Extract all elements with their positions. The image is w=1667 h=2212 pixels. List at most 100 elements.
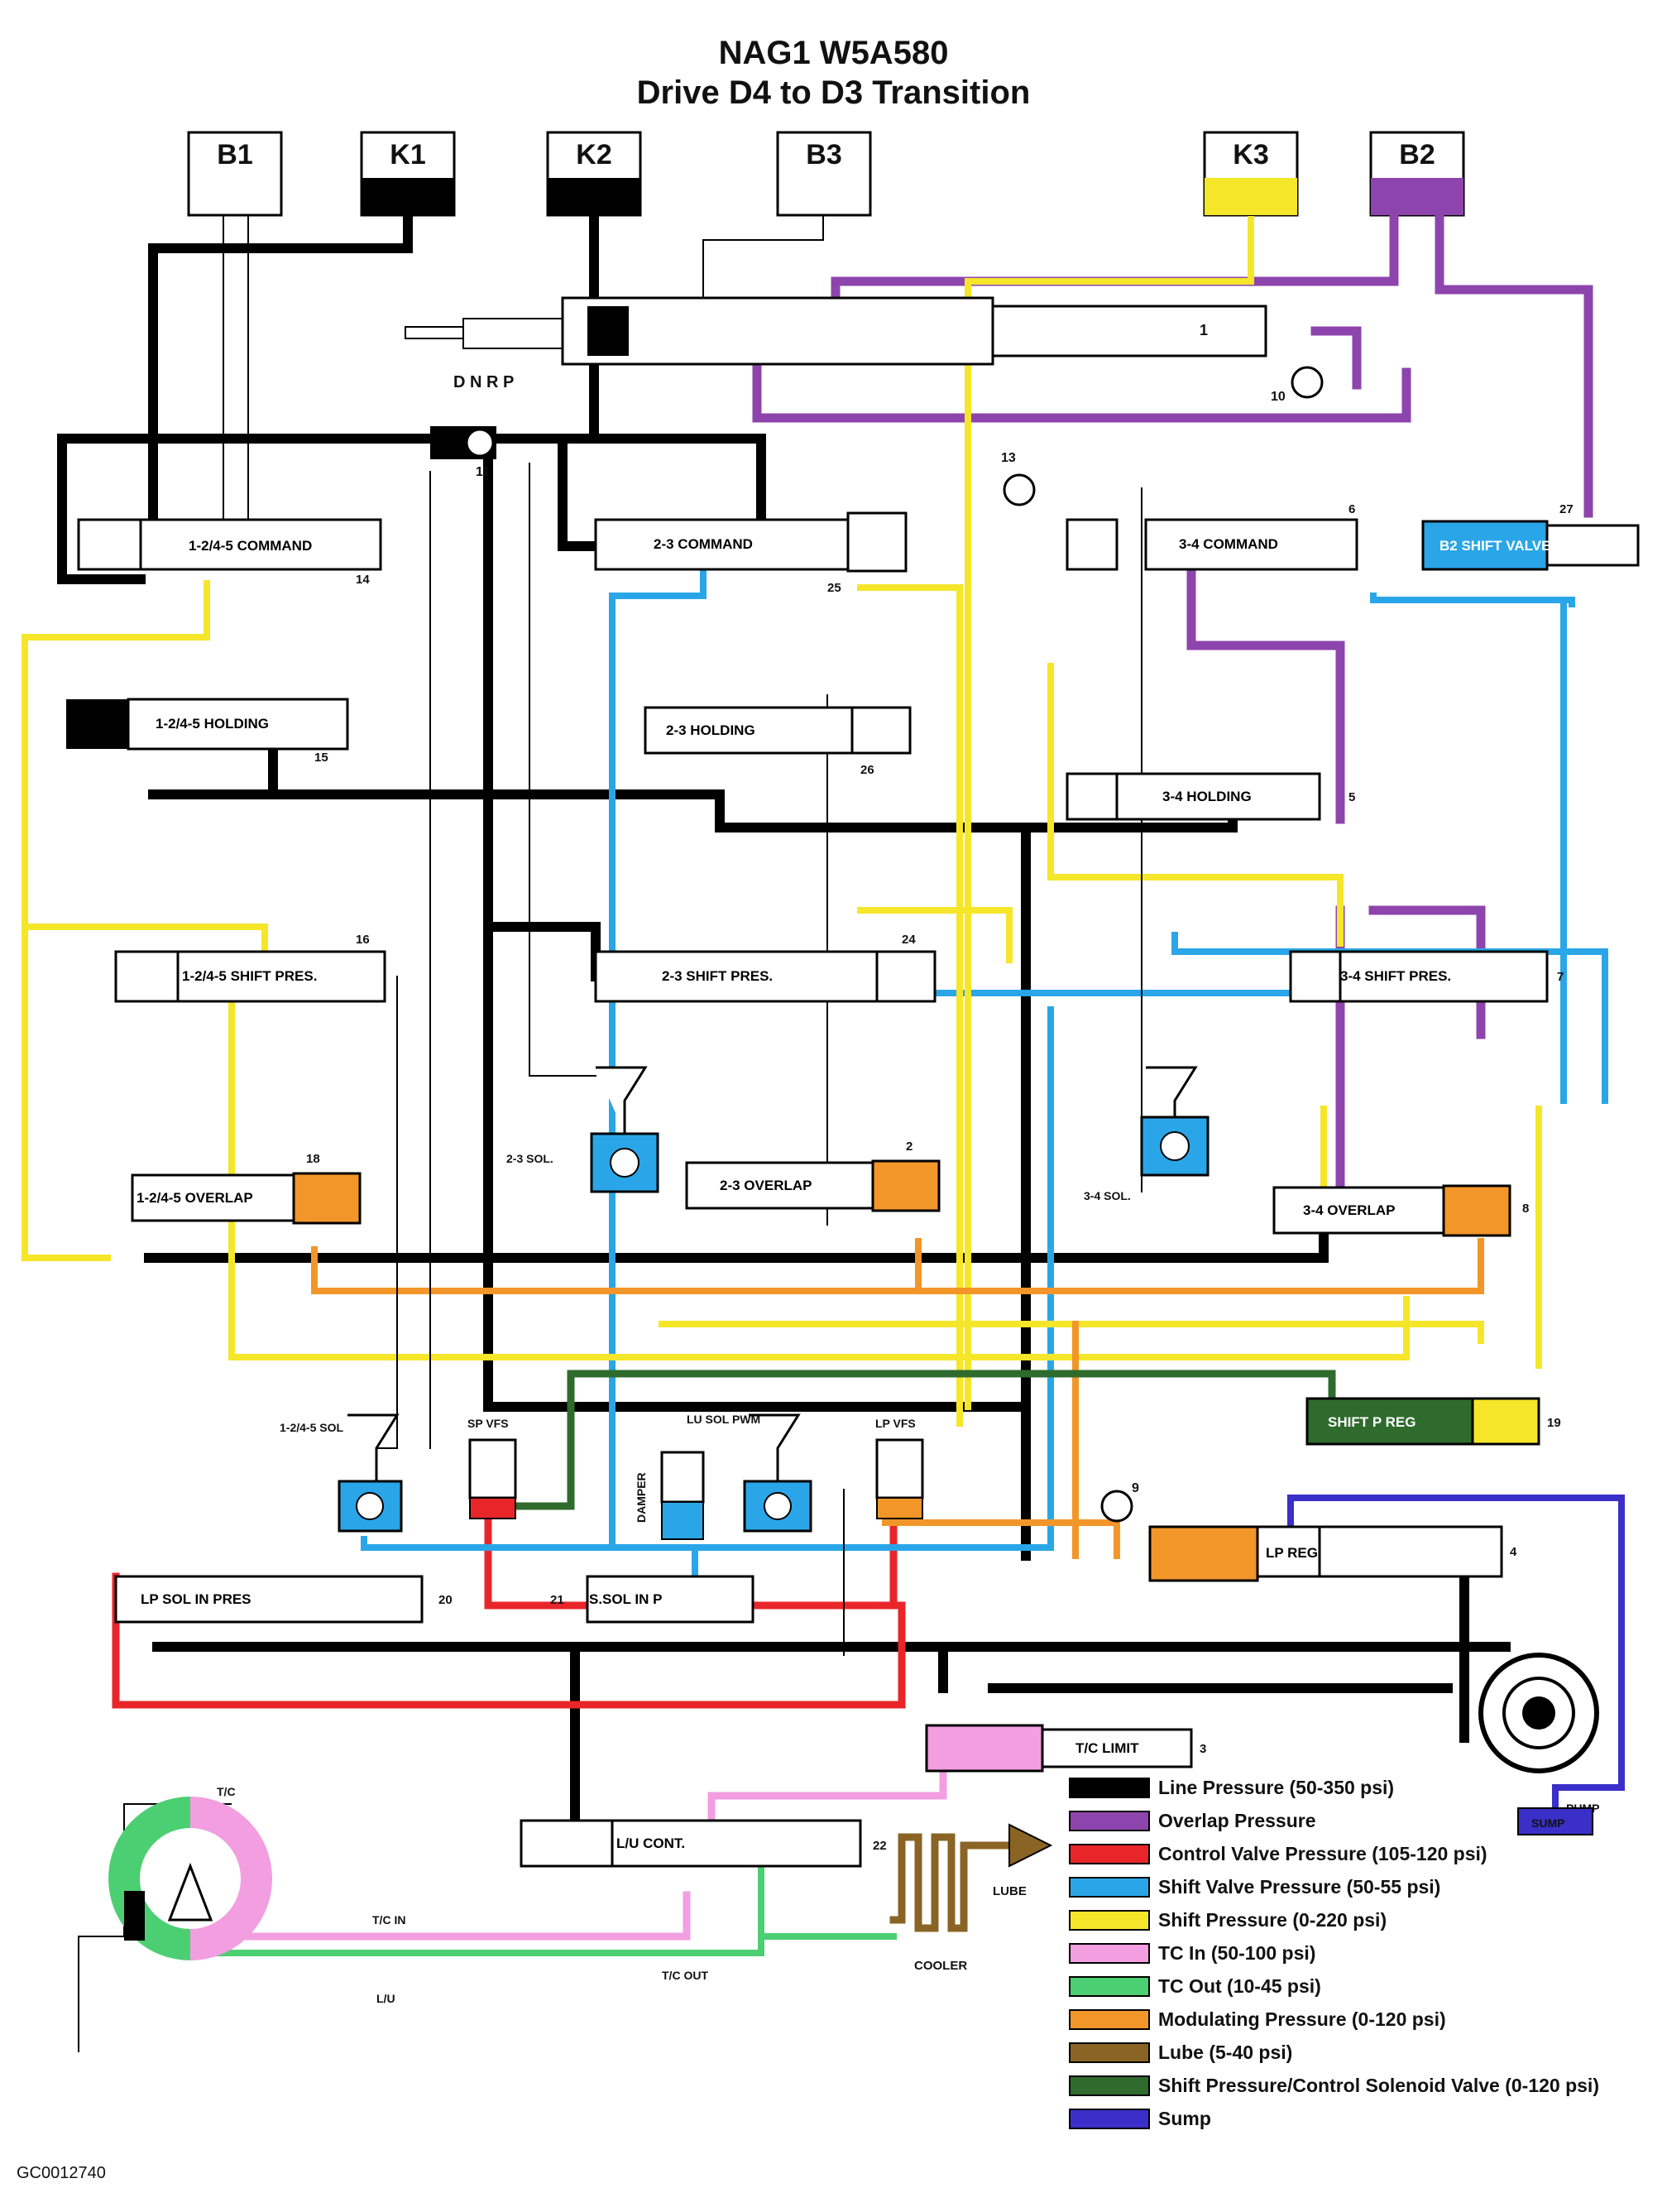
cooler: COOLER LUBE: [914, 1823, 1053, 1973]
torque-converter: T/C T/C IN T/C OUT L/U: [78, 1785, 708, 2052]
valve-lp-reg: LP REG. 4: [1148, 1525, 1517, 1582]
solenoid-34: 3-4 SOL.: [1084, 1066, 1210, 1202]
svg-text:2: 2: [906, 1140, 913, 1154]
svg-text:L/U CONT.: L/U CONT.: [616, 1835, 685, 1851]
valve-34-holding: 3-4 HOLDING 5: [1066, 772, 1355, 821]
valve-lu-cont: L/U CONT. 22: [520, 1819, 887, 1868]
svg-text:19: 19: [1547, 1416, 1561, 1430]
pump: PUMP: [1478, 1653, 1599, 1815]
svg-text:SP VFS: SP VFS: [467, 1417, 509, 1430]
legend-swatch: [1069, 1810, 1150, 1831]
legend-row: TC Out (10-45 psi): [1069, 1970, 1665, 2003]
svg-text:5: 5: [1348, 790, 1355, 804]
legend-label: TC In (50-100 psi): [1158, 1941, 1316, 1964]
control-valve-pressure-lines: [112, 1502, 906, 1709]
valve-lp-sol-in-pres: LP SOL IN PRES 20: [114, 1575, 453, 1624]
tc-out-lines: [183, 1850, 897, 1956]
svg-text:3-4 HOLDING: 3-4 HOLDING: [1162, 789, 1252, 804]
clutch-b2-label: B2: [1399, 139, 1435, 170]
svg-text:13: 13: [1001, 451, 1016, 465]
clutch-k1: K1: [360, 131, 456, 217]
valve-tc-limit: T/C LIMIT 3: [925, 1724, 1206, 1773]
svg-text:2-3 OVERLAP: 2-3 OVERLAP: [720, 1178, 812, 1193]
svg-text:20: 20: [438, 1593, 453, 1607]
svg-text:4: 4: [1510, 1545, 1517, 1559]
shift-pressure-lines: [22, 216, 1542, 1427]
legend-label: Shift Pressure/Control Solenoid Valve (0…: [1158, 2074, 1599, 2096]
svg-text:3-4 COMMAND: 3-4 COMMAND: [1179, 536, 1278, 552]
exhaust-lines: [223, 214, 1142, 1656]
svg-text:16: 16: [356, 933, 370, 947]
legend-swatch: [1069, 2042, 1150, 2063]
valve-23-command: 2-3 COMMAND 25: [594, 511, 908, 595]
svg-text:1-2/4-5 HOLDING: 1-2/4-5 HOLDING: [156, 716, 269, 732]
clutch-k3-label: K3: [1233, 139, 1268, 170]
svg-text:18: 18: [306, 1152, 320, 1166]
sump: SUMP: [1517, 1807, 1593, 1835]
diagram-title: NAG1 W5A580 Drive D4 to D3 Transition: [0, 33, 1667, 113]
ball-check-10: 10: [1271, 366, 1324, 404]
legend-swatch: [1069, 2075, 1150, 2096]
legend-swatch: [1069, 1777, 1150, 1798]
legend-swatch: [1069, 1876, 1150, 1898]
svg-text:S.SOL IN P: S.SOL IN P: [589, 1591, 663, 1607]
legend-label: Line Pressure (50-350 psi): [1158, 1776, 1395, 1798]
legend-row: Sump: [1069, 2102, 1665, 2135]
ball-check-11: 11: [430, 426, 496, 479]
legend-swatch: [1069, 1909, 1150, 1931]
title-line-2: Drive D4 to D3 Transition: [636, 74, 1031, 111]
svg-text:1-2/4-5 OVERLAP: 1-2/4-5 OVERLAP: [137, 1190, 253, 1206]
legend-swatch: [1069, 1843, 1150, 1864]
valve-34-overlap: 3-4 OVERLAP 8: [1272, 1184, 1529, 1237]
svg-text:T/C IN: T/C IN: [372, 1913, 405, 1927]
valve-1245-overlap: 1-2/4-5 OVERLAP 18: [131, 1152, 362, 1225]
svg-text:22: 22: [873, 1839, 887, 1853]
legend-row: Shift Valve Pressure (50-55 psi): [1069, 1870, 1665, 1903]
svg-text:25: 25: [827, 581, 841, 595]
svg-text:6: 6: [1348, 502, 1355, 516]
legend-label: Sump: [1158, 2107, 1211, 2129]
clutch-k1-label: K1: [390, 139, 425, 170]
svg-text:3: 3: [1200, 1742, 1206, 1756]
legend-label: Modulating Pressure (0-120 psi): [1158, 2008, 1446, 2030]
valve-23-holding: 2-3 HOLDING 26: [644, 706, 912, 777]
svg-text:24: 24: [902, 933, 916, 947]
svg-text:LP REG.: LP REG.: [1266, 1545, 1322, 1561]
overlap-pressure-lines: [752, 214, 1593, 1205]
pressure-legend: Line Pressure (50-350 psi)Overlap Pressu…: [1069, 1771, 1665, 2135]
svg-text:3-4 OVERLAP: 3-4 OVERLAP: [1303, 1202, 1395, 1218]
legend-swatch: [1069, 2008, 1150, 2030]
valve-s-sol-in-p: S.SOL IN P 21: [550, 1575, 754, 1624]
valve-1245-command: 1-2/4-5 COMMAND 14: [77, 518, 382, 587]
svg-text:SUMP: SUMP: [1531, 1816, 1564, 1830]
manual-valve: D N R P 1: [405, 296, 1267, 391]
svg-text:LUBE: LUBE: [993, 1884, 1027, 1898]
modulating-pressure-lines: [311, 1238, 1484, 1559]
solenoid-lu-pwm: LU SOL PWM: [687, 1413, 812, 1533]
svg-text:COOLER: COOLER: [914, 1959, 967, 1973]
legend-row: Control Valve Pressure (105-120 psi): [1069, 1837, 1665, 1870]
clutch-b1: B1: [187, 131, 283, 217]
legend-row: TC In (50-100 psi): [1069, 1936, 1665, 1970]
clutch-b1-label: B1: [217, 139, 252, 170]
shift-pressure-solenoid-lines: [509, 1370, 1336, 1510]
valve-1245-holding: 1-2/4-5 HOLDING 15: [66, 698, 349, 765]
valve-23-overlap: 2-3 OVERLAP 2: [685, 1140, 941, 1212]
clutch-b3: B3: [776, 131, 872, 217]
legend-label: TC Out (10-45 psi): [1158, 1974, 1321, 1997]
sump-lines: [1287, 1495, 1625, 1824]
legend-row: Line Pressure (50-350 psi): [1069, 1771, 1665, 1804]
svg-text:21: 21: [550, 1593, 564, 1607]
valve-34-command: 3-4 COMMAND 6: [1066, 502, 1358, 571]
clutch-k3: K3: [1203, 131, 1299, 217]
svg-text:2-3 SOL.: 2-3 SOL.: [506, 1152, 553, 1165]
svg-text:3-4 SOL.: 3-4 SOL.: [1084, 1189, 1131, 1202]
svg-text:LP SOL IN PRES: LP SOL IN PRES: [141, 1591, 251, 1607]
svg-text:T/C LIMIT: T/C LIMIT: [1075, 1740, 1139, 1756]
ball-check-9: 9: [1100, 1481, 1139, 1523]
valve-34-shift-pres: 3-4 SHIFT PRES. 7: [1289, 950, 1564, 1003]
legend-swatch: [1069, 1975, 1150, 1997]
svg-text:T/C: T/C: [217, 1785, 236, 1798]
svg-text:26: 26: [860, 763, 874, 777]
valve-shift-p-reg: SHIFT P REG 19: [1305, 1397, 1561, 1446]
